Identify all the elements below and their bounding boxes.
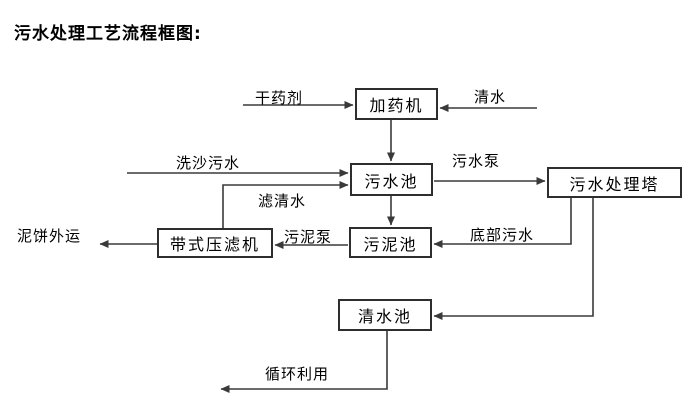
flow-label-mud-cake-shipped-out: 泥饼外运 [17, 227, 82, 245]
flow-label-bottom-sewage: 底部污水 [470, 226, 535, 244]
arrow-bottom-sewage-to-sludge-pool [433, 198, 572, 248]
flow-label-dry-agent: 干药剂 [255, 89, 304, 107]
arrow-clean-water-pool-to-recycling [220, 331, 388, 393]
page-title: 污水处理工艺流程框图: [14, 24, 202, 44]
flow-label-recycling-use: 循环利用 [265, 365, 330, 383]
node-sludge-pool: 污泥池 [349, 227, 432, 258]
flow-label-filtered-clean-water: 滤清水 [258, 192, 307, 210]
flow-label-sand-washing-sewage: 洗沙污水 [176, 154, 241, 172]
arrow-treatment-tower-to-clean-water-pool [433, 198, 594, 320]
arrow-filtered-water-to-sewage-pool [222, 181, 349, 228]
node-dosing-machine: 加药机 [355, 88, 438, 120]
flow-label-sewage-pump: 污水泵 [452, 152, 501, 170]
node-sewage-pool: 污水池 [350, 163, 433, 196]
flow-label-sludge-pump: 污泥泵 [284, 228, 333, 246]
node-clean-water-pool: 清水池 [338, 299, 432, 331]
flow-label-clean-water: 清水 [474, 88, 507, 106]
node-sewage-treatment-tower: 污水处理塔 [547, 167, 682, 198]
node-belt-filter-press: 带式压滤机 [157, 228, 273, 258]
